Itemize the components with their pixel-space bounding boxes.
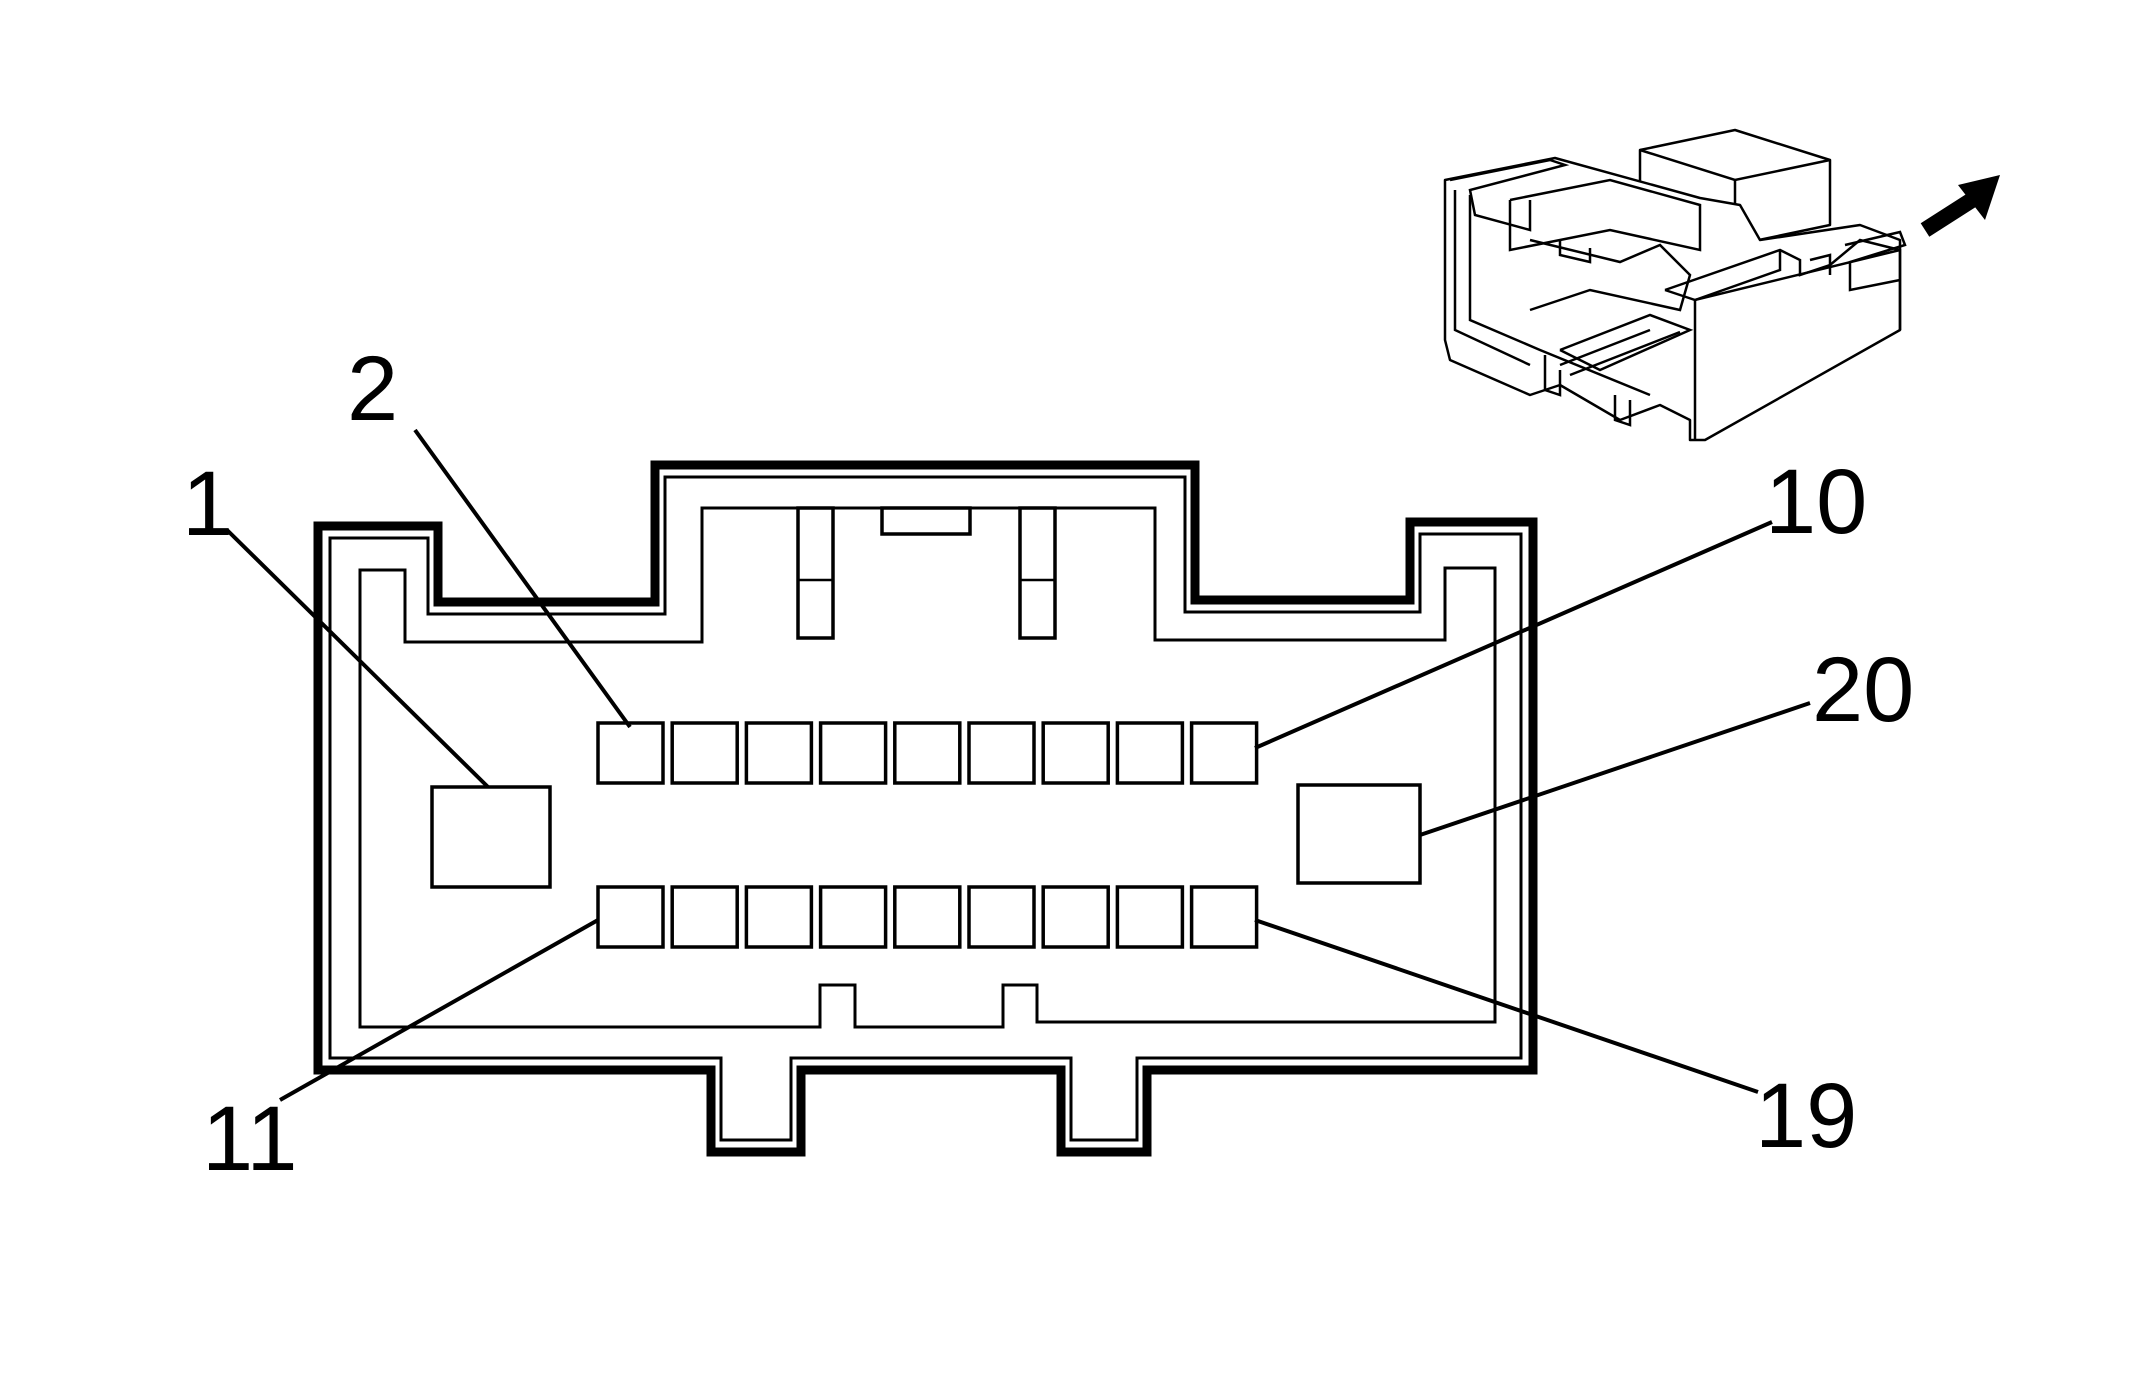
pin-label-1: 1 xyxy=(182,453,233,555)
cavity-4 xyxy=(744,721,814,785)
pin-label-11: 11 xyxy=(202,1088,298,1190)
leader-pin-10 xyxy=(1254,520,1773,750)
leader-pin-2 xyxy=(413,428,632,729)
cavity-3 xyxy=(670,721,739,785)
cavity-20 xyxy=(1296,783,1422,885)
cavity-18 xyxy=(1115,885,1185,949)
cavity-19 xyxy=(1189,885,1259,949)
leader-pin-1 xyxy=(225,528,490,789)
cavity-11 xyxy=(596,885,665,949)
latch-post-left xyxy=(796,506,835,640)
connector-outer-shell xyxy=(313,460,1538,1157)
pin-label-2: 2 xyxy=(347,338,398,440)
arrow-up-right-icon xyxy=(1920,175,2000,237)
cavity-17 xyxy=(1041,885,1110,949)
cavity-8 xyxy=(1041,721,1110,785)
pin-label-19: 19 xyxy=(1755,1065,1857,1167)
pin-label-20: 20 xyxy=(1812,639,1914,741)
pin-label-10: 10 xyxy=(1765,451,1867,553)
latch-post-right xyxy=(1018,506,1057,640)
latch-tab xyxy=(880,506,972,536)
cavity-row-bottom xyxy=(596,885,1259,949)
connector-inner-cavity xyxy=(358,506,1497,1029)
cavity-5 xyxy=(818,721,888,785)
connector-isometric-icon xyxy=(1443,128,1907,442)
cavity-2 xyxy=(596,721,665,785)
cavity-12 xyxy=(670,885,739,949)
leader-pin-20 xyxy=(1419,701,1811,837)
cavity-1 xyxy=(430,785,552,889)
cavity-13 xyxy=(744,885,814,949)
connector-inner-wall xyxy=(328,475,1523,1142)
cavity-10 xyxy=(1189,721,1259,785)
cavity-15 xyxy=(893,885,962,949)
leader-pin-19 xyxy=(1254,918,1759,1094)
cavity-row-top xyxy=(596,721,1259,785)
cavity-6 xyxy=(893,721,962,785)
cavity-16 xyxy=(967,885,1036,949)
leader-pin-11 xyxy=(279,918,599,1102)
cavity-14 xyxy=(818,885,888,949)
cavity-9 xyxy=(1115,721,1185,785)
cavity-7 xyxy=(967,721,1036,785)
